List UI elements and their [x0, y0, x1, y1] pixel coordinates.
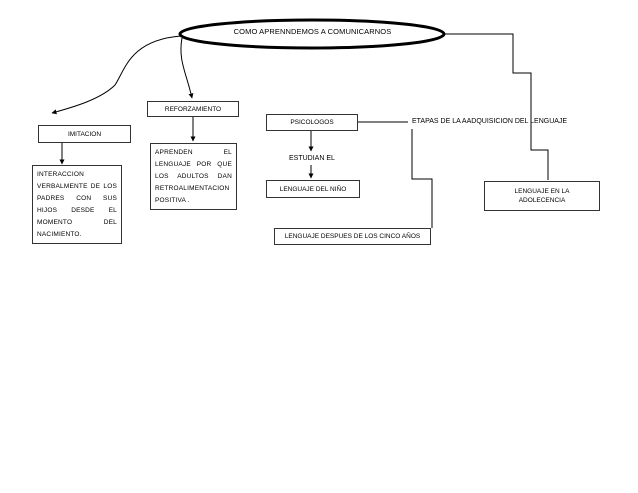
node-etapas: ETAPAS DE LA AADQUISICION DEL LENGUAJE: [412, 118, 568, 125]
node-psicologos: PSICOLOGOS: [266, 114, 358, 131]
node-lenguaje-despues: LENGUAJE DESPUES DE LOS CINCO AÑOS: [274, 228, 431, 245]
node-reforzamiento-desc: APRENDEN EL LENGUAJE POR QUE LOS ADULTOS…: [150, 143, 237, 210]
node-imitacion: IMITACION: [38, 125, 131, 143]
root-to-reforzamiento-connector: [180, 37, 194, 99]
node-imitacion-desc: INTERACCION VERBALMENTE DE LOS PADRES CO…: [32, 165, 122, 244]
etapas-to-despues-connector: [411, 129, 433, 228]
root-to-adolescencia-connector: [444, 33, 549, 180]
node-estudian: ESTUDIAN EL: [289, 155, 335, 162]
node-adolescencia: LENGUAJE EN LA ADOLECENCIA: [484, 181, 600, 211]
node-reforzamiento: REFORZAMIENTO: [147, 101, 239, 117]
root-to-imitacion-connector: [51, 35, 182, 115]
root-title: COMO APRENNDEMOS A COMUNICARNOS: [233, 27, 392, 36]
node-lenguaje-nino: LENGUAJE DEL NIÑO: [266, 180, 360, 198]
